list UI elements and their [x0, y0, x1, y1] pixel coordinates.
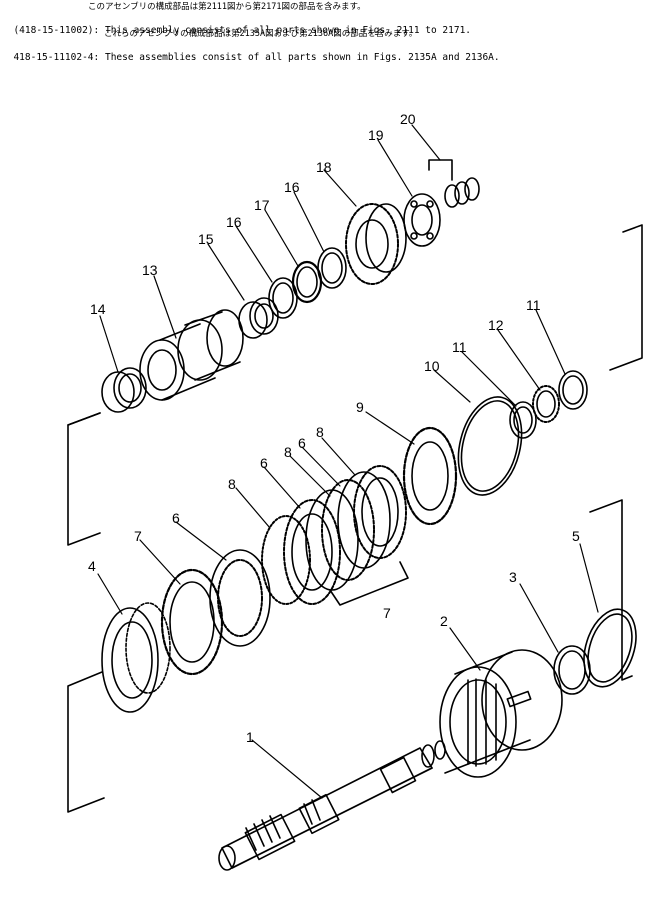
ring-part-8-left	[261, 515, 311, 605]
assembly-text-1: : This assembly consists of all parts sh…	[93, 25, 472, 36]
bearing-part-14	[101, 367, 147, 413]
disc-part-9	[402, 426, 458, 526]
disc-pack	[283, 465, 407, 605]
callout-10: 10	[424, 358, 440, 374]
assembly-code-1: (418-15-11002)	[13, 25, 94, 36]
callout-8-c: 8	[316, 424, 324, 440]
callout-3: 3	[509, 569, 517, 585]
callout-16-a: 16	[226, 214, 242, 230]
header-line-jp-1: このアセンブリの構成部品は第2111図から第2171図の部品を含みます。	[88, 2, 366, 12]
callout-19: 19	[368, 127, 384, 143]
callout-20: 20	[400, 111, 416, 127]
callout-15: 15	[198, 231, 214, 247]
callout-13: 13	[142, 262, 158, 278]
callout-2: 2	[440, 613, 448, 629]
shaft-part-1	[218, 740, 446, 871]
callout-11-b: 11	[526, 297, 541, 313]
callout-8-b: 8	[284, 444, 292, 460]
disc-part-7	[160, 568, 224, 676]
bearing-part-19	[403, 193, 441, 247]
assembly-code-2: 418-15-11102-4	[13, 52, 94, 63]
snap-ring-part-10	[457, 396, 523, 496]
callout-1: 1	[246, 729, 254, 745]
shim-part-20-c	[464, 177, 480, 201]
ring-part-5	[583, 608, 637, 688]
assembly-bracket-upper	[67, 224, 643, 546]
callout-6-c: 6	[298, 435, 306, 451]
callout-14: 14	[90, 301, 106, 317]
callout-7-a: 7	[134, 528, 142, 544]
ring-part-12	[532, 385, 560, 423]
bearing-part-15	[238, 301, 268, 339]
callout-8-a: 8	[228, 476, 236, 492]
bracket-item-20	[428, 159, 453, 181]
sleeve-part-13	[139, 309, 244, 401]
ring-part-4	[101, 602, 171, 713]
callout-11-a: 11	[452, 339, 467, 355]
washer-part-16-b	[317, 247, 347, 289]
callout-18: 18	[316, 159, 332, 175]
assembly-bracket-lower	[67, 499, 633, 813]
assembly-text-2: : These assemblies consist of all parts …	[93, 52, 500, 63]
callout-6-a: 6	[172, 510, 180, 526]
plate-part-6	[209, 549, 271, 647]
header-line-2: 418-15-11102-4: These assemblies consist…	[2, 41, 500, 63]
callout-16-b: 16	[284, 179, 300, 195]
bracket-item-7	[329, 561, 409, 606]
ring-part-17	[291, 260, 323, 304]
gear-part-18	[345, 203, 407, 285]
shim-part-20-b	[454, 181, 470, 205]
hub-part-2	[439, 649, 563, 778]
washer-part-16-a	[268, 277, 298, 319]
callout-9: 9	[356, 399, 364, 415]
header-line-1: (418-15-11002): This assembly consists o…	[2, 14, 471, 36]
ring-part-11-a	[509, 401, 537, 439]
callout-6-b: 6	[260, 455, 268, 471]
leader-lines	[97, 124, 599, 799]
ring-part-11-b	[558, 370, 588, 410]
callout-4: 4	[88, 558, 96, 574]
callout-17: 17	[254, 197, 270, 213]
callout-labels: 1 2 3 4 5 6 6 6 7 7 8 8 8 9 10 11 11 12 …	[88, 111, 580, 745]
callout-5: 5	[572, 528, 580, 544]
header-line-jp-2: これらのアセンブリの構成部品は第2135A図および第2136A図の部品を含みます…	[104, 29, 418, 39]
shim-part-20-a	[444, 184, 460, 208]
callout-12: 12	[488, 317, 504, 333]
callout-7-b: 7	[383, 605, 391, 621]
